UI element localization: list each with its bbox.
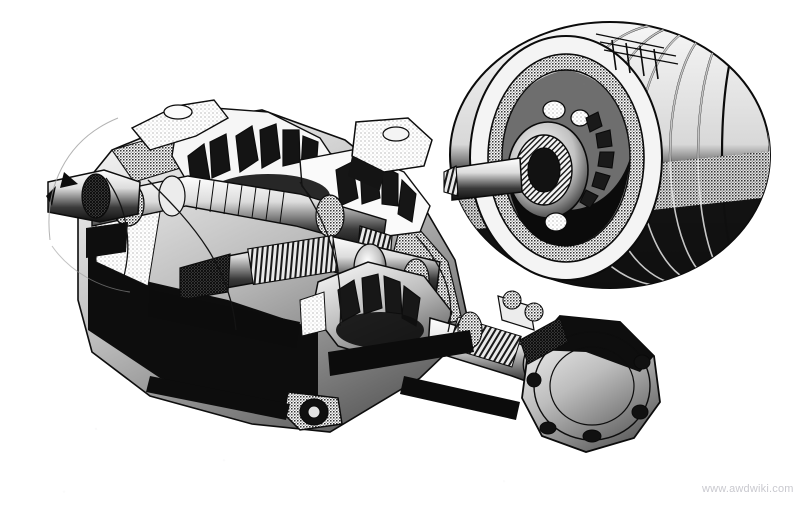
foreground-shadow-group: [86, 222, 520, 420]
case-foot-group: [146, 376, 343, 431]
clutch-pack-group: [443, 21, 771, 289]
output-flange-group: [519, 315, 661, 453]
center-differential-group: [299, 261, 453, 363]
front-output-shaft-group: [46, 117, 141, 293]
case-boss-group: [130, 99, 230, 151]
mounting-bracket-group: [348, 117, 433, 190]
watermark-text: www.awdwiki.com: [702, 483, 794, 495]
oil-line-group: [105, 177, 452, 333]
